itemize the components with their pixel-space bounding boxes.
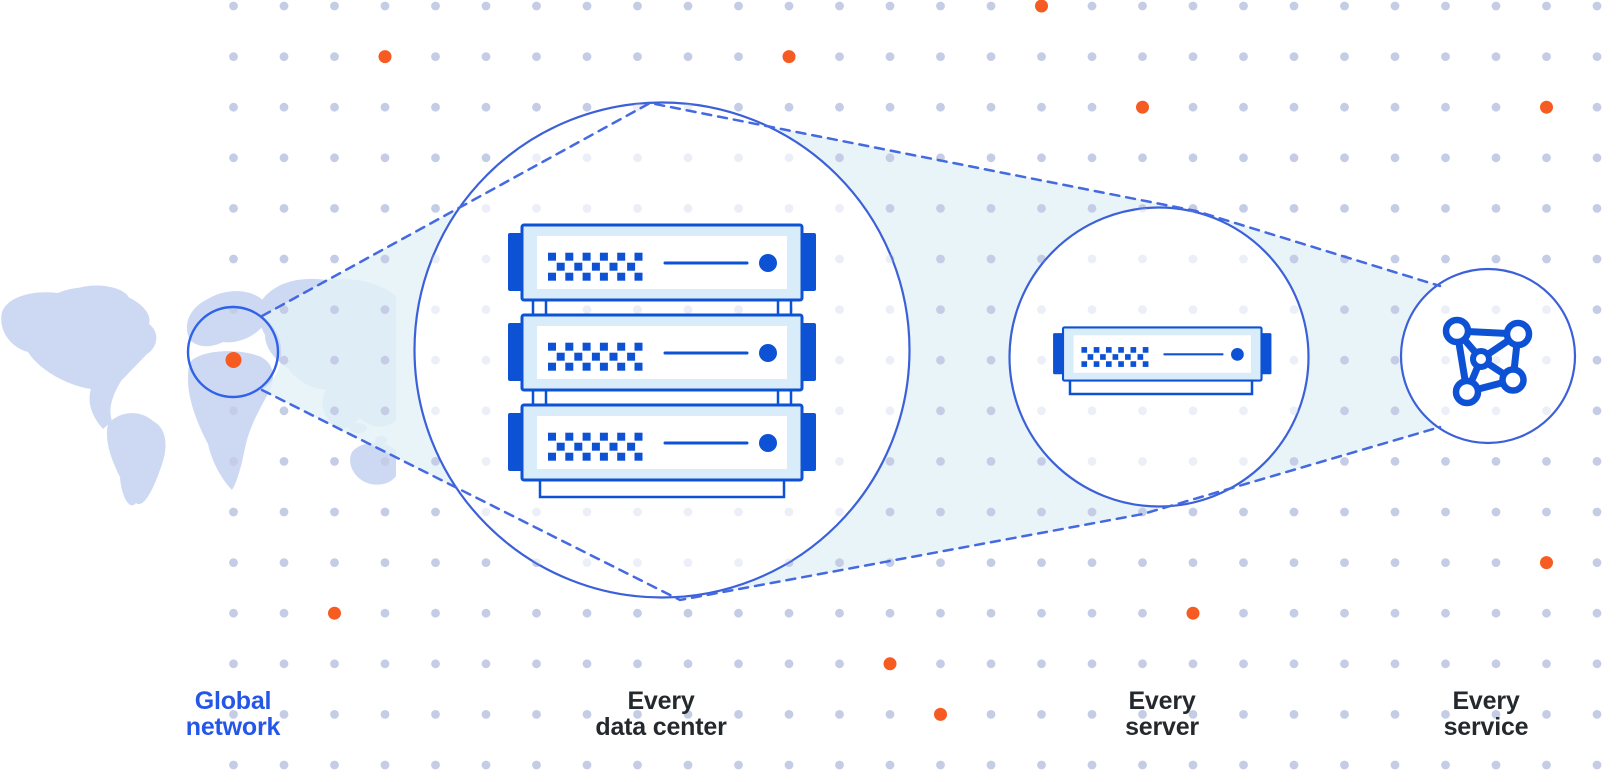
globe-marker-dot — [225, 352, 242, 368]
globe-focus-circle — [186, 305, 280, 399]
caption-data-center: Every data center — [531, 688, 791, 740]
caption-line: Every — [1128, 687, 1196, 715]
dashed-lines — [260, 101, 1442, 602]
dashed-line-bottom — [260, 388, 1442, 602]
mesh-node — [1503, 319, 1533, 349]
mesh-node-center — [1470, 348, 1492, 370]
map-africa — [188, 351, 274, 490]
caption-line: service — [1443, 713, 1529, 741]
caption-line: network — [185, 713, 281, 741]
caption-line: Global — [194, 687, 272, 715]
map-europe — [186, 291, 268, 347]
mesh-node — [1452, 377, 1482, 407]
map-australia — [350, 442, 396, 485]
caption-global-network: Global network — [103, 688, 363, 740]
world-map-icon — [1, 278, 396, 506]
caption-server: Every server — [1032, 688, 1292, 740]
caption-service: Every service — [1356, 688, 1616, 740]
caption-line: data center — [595, 713, 727, 741]
server-unit-icon — [1052, 326, 1273, 396]
caption-line: Every — [627, 687, 695, 715]
mesh-node — [1499, 366, 1527, 394]
map-south-america — [106, 413, 166, 506]
caption-line: server — [1125, 713, 1199, 741]
mesh-network-icon — [1442, 316, 1533, 407]
dashed-line-top — [260, 101, 1442, 318]
caption-line: Every — [1452, 687, 1520, 715]
mesh-node — [1442, 316, 1472, 346]
data-center-rack-icon — [506, 223, 818, 499]
map-north-america — [1, 287, 157, 429]
